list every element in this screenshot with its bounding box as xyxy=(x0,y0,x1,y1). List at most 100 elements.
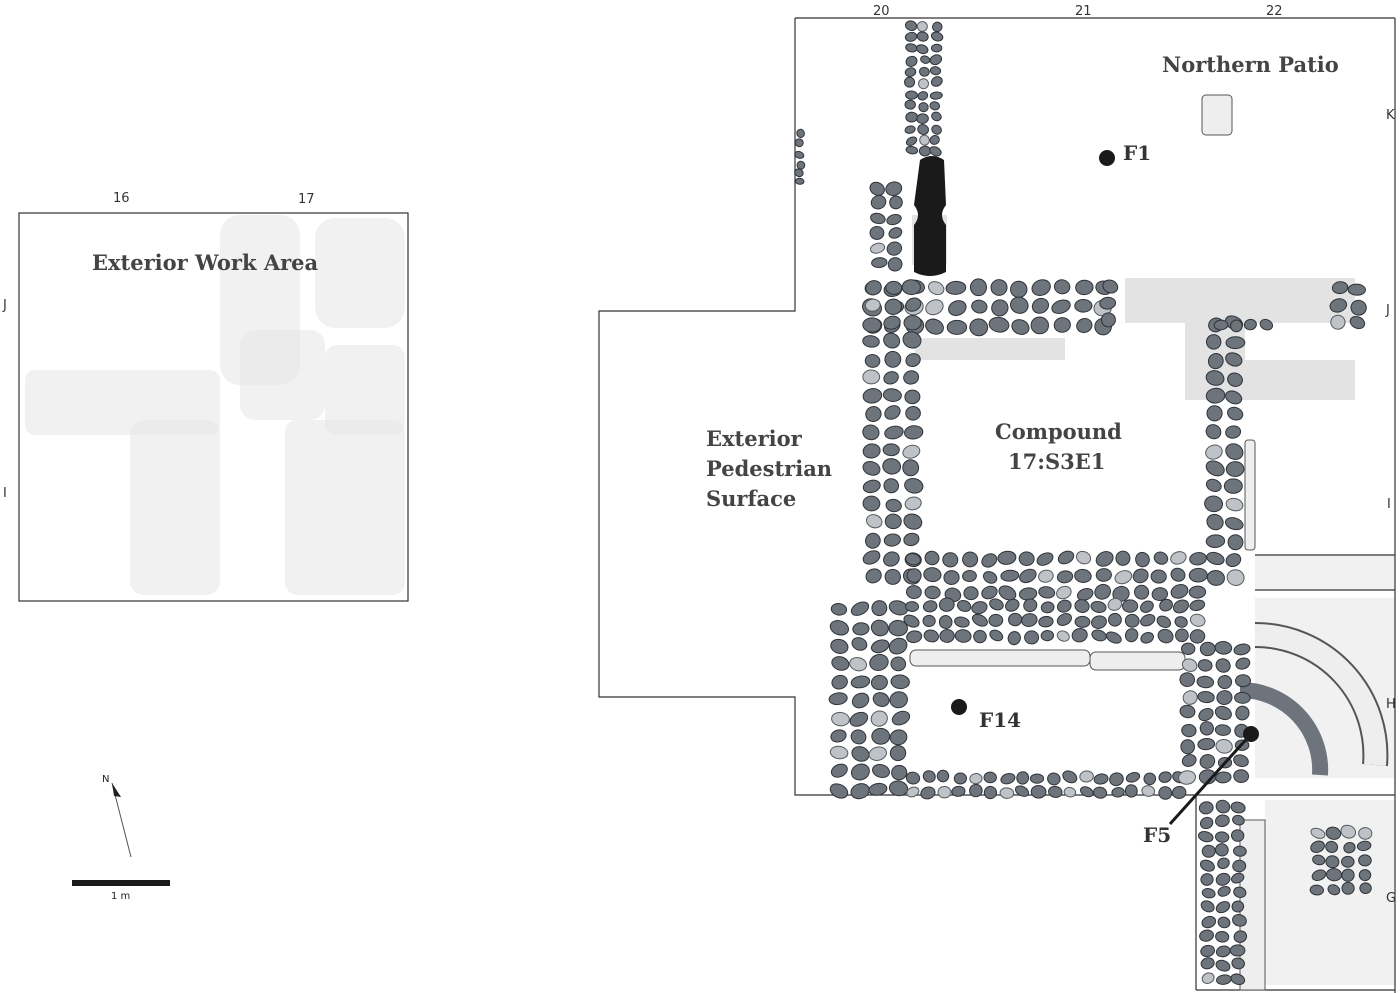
wall-stone xyxy=(905,353,921,368)
compound-plan-panel: 20 21 22 K J I H G F1 F14 xyxy=(598,4,1396,993)
wall-stone xyxy=(1233,643,1251,656)
wall-stone xyxy=(1215,901,1231,914)
wall-stone xyxy=(1074,568,1092,583)
wall-stone xyxy=(794,138,804,148)
wall-stone xyxy=(904,496,922,511)
wall-stone xyxy=(936,769,950,783)
wall-stone xyxy=(884,568,901,585)
wall-stone xyxy=(1225,352,1243,367)
wall-stone xyxy=(1341,881,1355,895)
wall-stone xyxy=(1040,629,1055,642)
wall-stone xyxy=(1230,872,1245,884)
wall-stone xyxy=(1199,859,1215,872)
wall-stone xyxy=(1056,585,1072,600)
wall-stone xyxy=(884,350,902,368)
stone-masonry-walls xyxy=(794,20,1373,985)
wall-stone xyxy=(1135,551,1150,568)
wall-stone xyxy=(1205,534,1226,548)
wall-stone xyxy=(991,299,1009,317)
wall-stone xyxy=(904,76,916,88)
exterior-work-area-label: Exterior Work Area xyxy=(92,250,319,275)
wall-stone xyxy=(904,20,918,32)
wall-stone xyxy=(1227,534,1244,551)
wall-stone xyxy=(929,54,943,66)
wall-stone xyxy=(988,316,1010,333)
wall-stone xyxy=(1359,882,1372,894)
wall-stone xyxy=(1215,945,1231,958)
wall-stone xyxy=(1074,298,1093,313)
wall-stone xyxy=(904,99,916,110)
wall-stone xyxy=(869,242,886,254)
wall-stone xyxy=(1057,550,1075,565)
wall-stone xyxy=(1122,599,1139,613)
wall-stone xyxy=(870,710,888,727)
wall-stone xyxy=(869,181,885,196)
wall-stone xyxy=(1031,297,1050,314)
wall-stone xyxy=(1235,674,1251,688)
wall-stone xyxy=(1227,372,1243,387)
wall-stone xyxy=(989,598,1004,611)
wall-stone xyxy=(1233,886,1247,898)
wall-stone xyxy=(1016,771,1030,785)
wall-stone xyxy=(1075,279,1094,296)
wall-stone xyxy=(1232,914,1247,927)
wall-stone xyxy=(1040,601,1055,614)
wall-stone xyxy=(1215,814,1230,828)
wall-stone xyxy=(885,498,902,513)
wall-stone xyxy=(1225,497,1244,512)
wall-stone xyxy=(923,629,939,643)
wall-stone xyxy=(917,91,929,101)
wall-stone xyxy=(1056,570,1074,584)
wall-stone xyxy=(887,257,903,272)
wall-stone xyxy=(969,773,983,785)
wall-stone xyxy=(925,318,944,335)
wall-stone xyxy=(904,31,918,42)
wall-stone xyxy=(1229,944,1246,957)
wall-stone xyxy=(1062,770,1078,784)
wall-stone xyxy=(1143,772,1157,786)
wall-stone xyxy=(862,550,881,565)
wall-stone xyxy=(930,43,943,53)
wall-stone xyxy=(1233,930,1248,943)
feature-f14-label: F14 xyxy=(979,708,1021,732)
wall-stone xyxy=(916,21,928,32)
wall-stone xyxy=(1170,583,1189,599)
wall-stone xyxy=(1140,613,1156,627)
wall-stone xyxy=(1132,568,1149,584)
wall-stone xyxy=(883,332,901,349)
wall-stone xyxy=(1010,280,1028,298)
wall-stone xyxy=(951,785,966,797)
wall-stone xyxy=(1095,551,1114,567)
wall-stone xyxy=(1189,629,1206,644)
wall-stone xyxy=(1200,957,1215,970)
scale-bar-label: 1 m xyxy=(111,891,130,902)
wall-stone xyxy=(905,136,918,146)
wall-stone xyxy=(916,113,929,124)
wall-stone xyxy=(1196,675,1215,689)
wall-stone xyxy=(929,101,941,111)
wall-stone xyxy=(850,763,870,781)
wall-stone xyxy=(1206,551,1225,566)
wall-stone xyxy=(1198,801,1214,815)
wall-stone xyxy=(1056,630,1070,642)
wall-stone xyxy=(796,128,805,138)
wall-stone xyxy=(1310,840,1325,853)
wall-stone xyxy=(1341,868,1355,882)
wall-stone xyxy=(924,550,940,566)
burned-feature xyxy=(914,156,946,276)
wall-stone xyxy=(884,405,901,420)
wall-stone xyxy=(1225,390,1243,405)
wall-stone xyxy=(888,227,903,239)
wall-stone xyxy=(903,314,922,331)
feature-f1-marker xyxy=(1099,150,1115,166)
wall-stone xyxy=(1094,583,1111,600)
compound-label-line2: 17:S3E1 xyxy=(1008,449,1105,474)
wall-stone xyxy=(1215,799,1231,814)
exterior-surface-label-line2: Pedestrian xyxy=(706,456,832,481)
wall-stone xyxy=(1234,691,1251,704)
wall-stone xyxy=(1327,884,1341,896)
wall-stone xyxy=(1312,854,1326,866)
wall-stone xyxy=(1233,754,1249,768)
wall-stone xyxy=(1311,869,1327,882)
